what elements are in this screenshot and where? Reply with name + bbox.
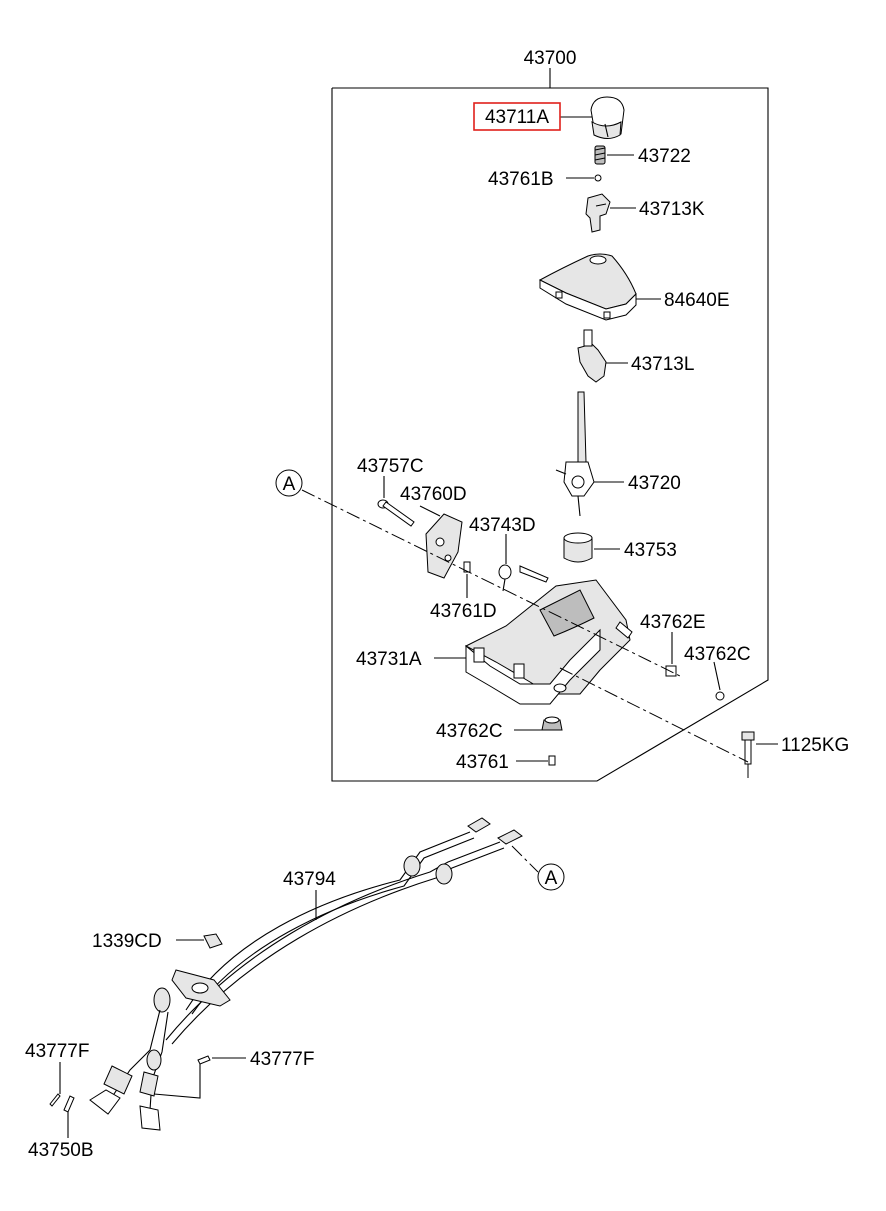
label-43713L[interactable]: 43713L	[631, 354, 694, 375]
pin-43761D[interactable]	[463, 561, 471, 573]
label-43761[interactable]: 43761	[456, 752, 509, 773]
label-43762C-right[interactable]: 43762C	[684, 644, 751, 665]
clip-43743D[interactable]	[498, 564, 512, 592]
retaining-pin[interactable]	[519, 565, 549, 583]
label-43711A[interactable]: 43711A	[485, 107, 549, 128]
shift-lever[interactable]	[555, 391, 595, 517]
pin-43777F-right[interactable]	[197, 1055, 211, 1065]
push-rod-lower[interactable]	[577, 329, 607, 383]
assembly-label[interactable]: 43700	[524, 48, 577, 69]
shift-knob[interactable]	[590, 96, 625, 139]
label-43722[interactable]: 43722	[638, 146, 691, 167]
bolt-43757C[interactable]	[377, 499, 415, 527]
pin-43777F-left[interactable]	[49, 1093, 61, 1107]
shift-boot-cover[interactable]	[538, 253, 637, 321]
clip-1339CD[interactable]	[203, 933, 223, 949]
reference-label-upper[interactable]: A	[283, 474, 296, 495]
label-43750B[interactable]: 43750B	[28, 1140, 94, 1161]
leader-43777F-right-ext	[153, 1064, 201, 1099]
label-43760D[interactable]: 43760D	[400, 484, 467, 505]
label-43713K[interactable]: 43713K	[639, 199, 705, 220]
reference-label-lower[interactable]: A	[545, 868, 558, 889]
bolt-1125KG[interactable]	[741, 731, 755, 765]
label-43762E[interactable]: 43762E	[640, 612, 706, 633]
label-1125KG[interactable]: 1125KG	[781, 735, 849, 756]
shift-cable-assembly[interactable]	[89, 817, 523, 1131]
label-84640E[interactable]: 84640E	[664, 290, 730, 311]
label-43761D[interactable]: 43761D	[430, 601, 497, 622]
nut-43762C-bottom[interactable]	[541, 716, 563, 731]
leader-43760D	[419, 505, 441, 517]
nut-43762C-right[interactable]	[715, 691, 725, 701]
label-43720[interactable]: 43720	[628, 473, 681, 494]
reference-marker-lower[interactable]	[537, 863, 565, 891]
label-43743D[interactable]: 43743D	[469, 515, 536, 536]
label-43777F-right[interactable]: 43777F	[250, 1049, 314, 1070]
clip-43750B[interactable]	[63, 1095, 75, 1113]
push-rod-upper[interactable]	[585, 193, 611, 233]
centerline-b	[559, 667, 749, 763]
label-43757C[interactable]: 43757C	[357, 456, 424, 477]
spacer-43762E[interactable]	[665, 665, 677, 677]
centerline-d	[511, 845, 539, 873]
shift-base-housing[interactable]	[464, 579, 633, 705]
label-43731A[interactable]: 43731A	[356, 649, 422, 670]
reference-marker-upper[interactable]	[275, 469, 303, 497]
ball-part[interactable]	[594, 174, 602, 182]
assembly-frame	[331, 87, 769, 782]
bracket-43760D[interactable]	[425, 513, 463, 579]
leader-43762C-right	[713, 661, 721, 691]
label-43762C-bottom[interactable]: 43762C	[436, 721, 503, 742]
bush-part[interactable]	[563, 532, 593, 563]
centerline-a	[301, 489, 681, 677]
highlight-box	[473, 102, 561, 131]
label-43761B[interactable]: 43761B	[488, 169, 554, 190]
pin-43761[interactable]	[548, 755, 556, 766]
label-43794[interactable]: 43794	[283, 869, 336, 890]
label-43777F-left[interactable]: 43777F	[25, 1041, 89, 1062]
spring-part[interactable]	[594, 145, 606, 165]
label-43753[interactable]: 43753	[624, 540, 677, 561]
label-1339CD[interactable]: 1339CD	[92, 931, 162, 952]
